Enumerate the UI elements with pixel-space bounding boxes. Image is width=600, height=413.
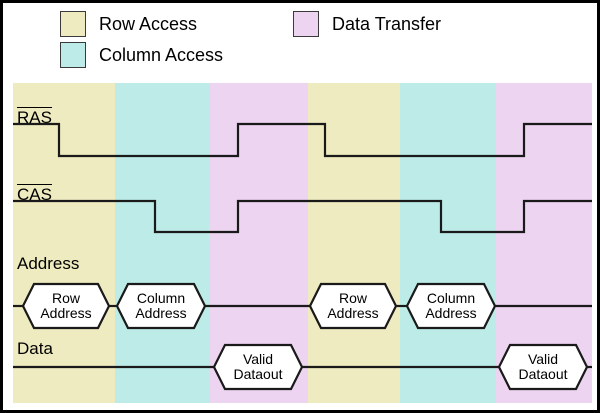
swatch-column-access-icon (60, 42, 86, 68)
phase-bands-layer (3, 77, 597, 410)
bus-value-line2: Address (425, 305, 477, 321)
signal-label-address: Address (17, 254, 80, 273)
bus-value-line1: Valid (242, 351, 274, 367)
bus-value-line2: Address (40, 305, 92, 321)
bus-data (13, 343, 592, 391)
swatch-row-access-icon (60, 11, 86, 37)
legend-label-column-access: Column Access (99, 45, 224, 65)
bus-value-line1: Row (51, 290, 81, 306)
waveform-ras (13, 122, 592, 158)
bus-value-line1: Valid (527, 351, 559, 367)
bus-value-line1: Column (136, 290, 186, 306)
phase-band (115, 83, 210, 403)
bus-value-line1: Column (426, 290, 476, 306)
legend-item-column-access: Column Access (60, 42, 223, 68)
signal-label-ras: RAS (17, 107, 52, 127)
signal-label-data: Data (17, 339, 53, 358)
bus-value-line2: Address (135, 305, 187, 321)
phase-band (400, 83, 496, 403)
signal-label-cas: CAS (17, 184, 52, 204)
phase-band (308, 83, 400, 403)
legend-item-row-access: Row Access (60, 11, 197, 37)
bus-value-line1: Row (338, 290, 368, 306)
waveform-layer (13, 122, 592, 391)
bus-value-line2: Address (327, 305, 379, 321)
bus-value-line2: Dataout (518, 366, 568, 382)
legend-item-data-transfer: Data Transfer (293, 11, 441, 37)
waveform-cas (13, 199, 592, 234)
legend-label-data-transfer: Data Transfer (332, 14, 442, 34)
legend: Row Access Column Access Data Transfer (3, 3, 597, 77)
bus-value-line2: Dataout (233, 366, 283, 382)
bus-address (13, 282, 592, 330)
legend-label-row-access: Row Access (99, 14, 198, 34)
phase-band (13, 83, 115, 403)
swatch-data-transfer-icon (293, 11, 319, 37)
